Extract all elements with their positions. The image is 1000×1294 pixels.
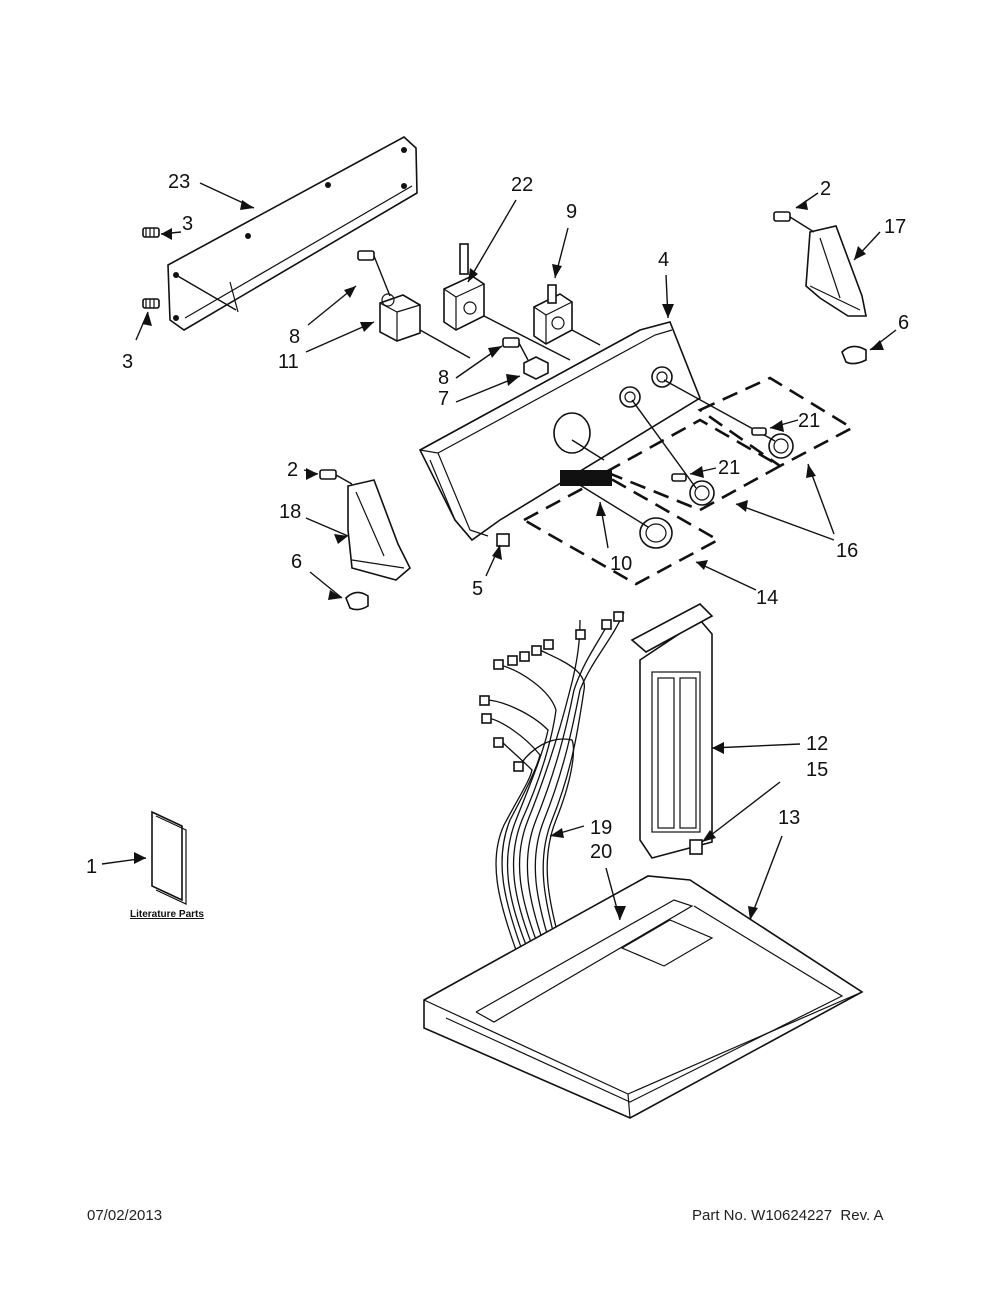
callout-22: 22	[511, 174, 533, 196]
top-panel-part	[423, 875, 864, 1119]
control-board-part	[630, 603, 714, 859]
callout-11: 11	[278, 351, 299, 373]
knob-part	[496, 379, 794, 549]
callout-3: 3	[122, 351, 133, 373]
clip-part	[502, 337, 549, 380]
bracket-part	[773, 211, 867, 317]
callout-6: 6	[291, 551, 302, 573]
overlay-group-outline	[521, 376, 855, 586]
clip-part	[345, 345, 867, 611]
callout-15: 15	[806, 759, 828, 781]
literature-parts-label: Literature Parts	[130, 909, 204, 920]
callout-3: 3	[182, 213, 193, 235]
switch-part	[443, 243, 571, 361]
callout-5: 5	[472, 578, 483, 600]
footer-part-number: Part No. W10624227 Rev. A	[692, 1207, 884, 1224]
callout-8: 8	[438, 367, 449, 389]
callout-19: 19	[590, 817, 612, 839]
mounting-plate-part	[167, 136, 418, 331]
bracket-part	[319, 469, 411, 581]
timer-part	[357, 250, 471, 359]
callout-23: 23	[168, 171, 190, 193]
callout-7: 7	[438, 388, 449, 410]
callout-1: 1	[86, 856, 97, 878]
callout-21: 21	[718, 457, 740, 479]
arrow-heads	[134, 200, 884, 920]
callout-9: 9	[566, 201, 577, 223]
callout-18: 18	[279, 501, 301, 523]
callout-20: 20	[590, 841, 612, 863]
callout-labels: 23 3 3 22 9 2 17 4 6 8 11 8 7 21 21 2 18…	[86, 171, 909, 920]
callout-10: 10	[610, 553, 632, 575]
wire-harness-part	[479, 611, 625, 951]
callout-13: 13	[778, 807, 800, 829]
callout-2: 2	[287, 459, 298, 481]
callout-14: 14	[756, 587, 778, 609]
callout-21: 21	[798, 410, 820, 432]
callout-12: 12	[806, 733, 828, 755]
screw-part	[142, 227, 160, 309]
switch-part	[533, 284, 601, 346]
callout-17: 17	[884, 216, 906, 238]
callout-2: 2	[820, 178, 831, 200]
footer-date: 07/02/2013	[87, 1207, 163, 1224]
callout-6: 6	[898, 312, 909, 334]
callout-16: 16	[836, 540, 858, 562]
callout-4: 4	[658, 249, 669, 271]
literature-part	[151, 810, 187, 905]
callout-8: 8	[289, 326, 300, 348]
